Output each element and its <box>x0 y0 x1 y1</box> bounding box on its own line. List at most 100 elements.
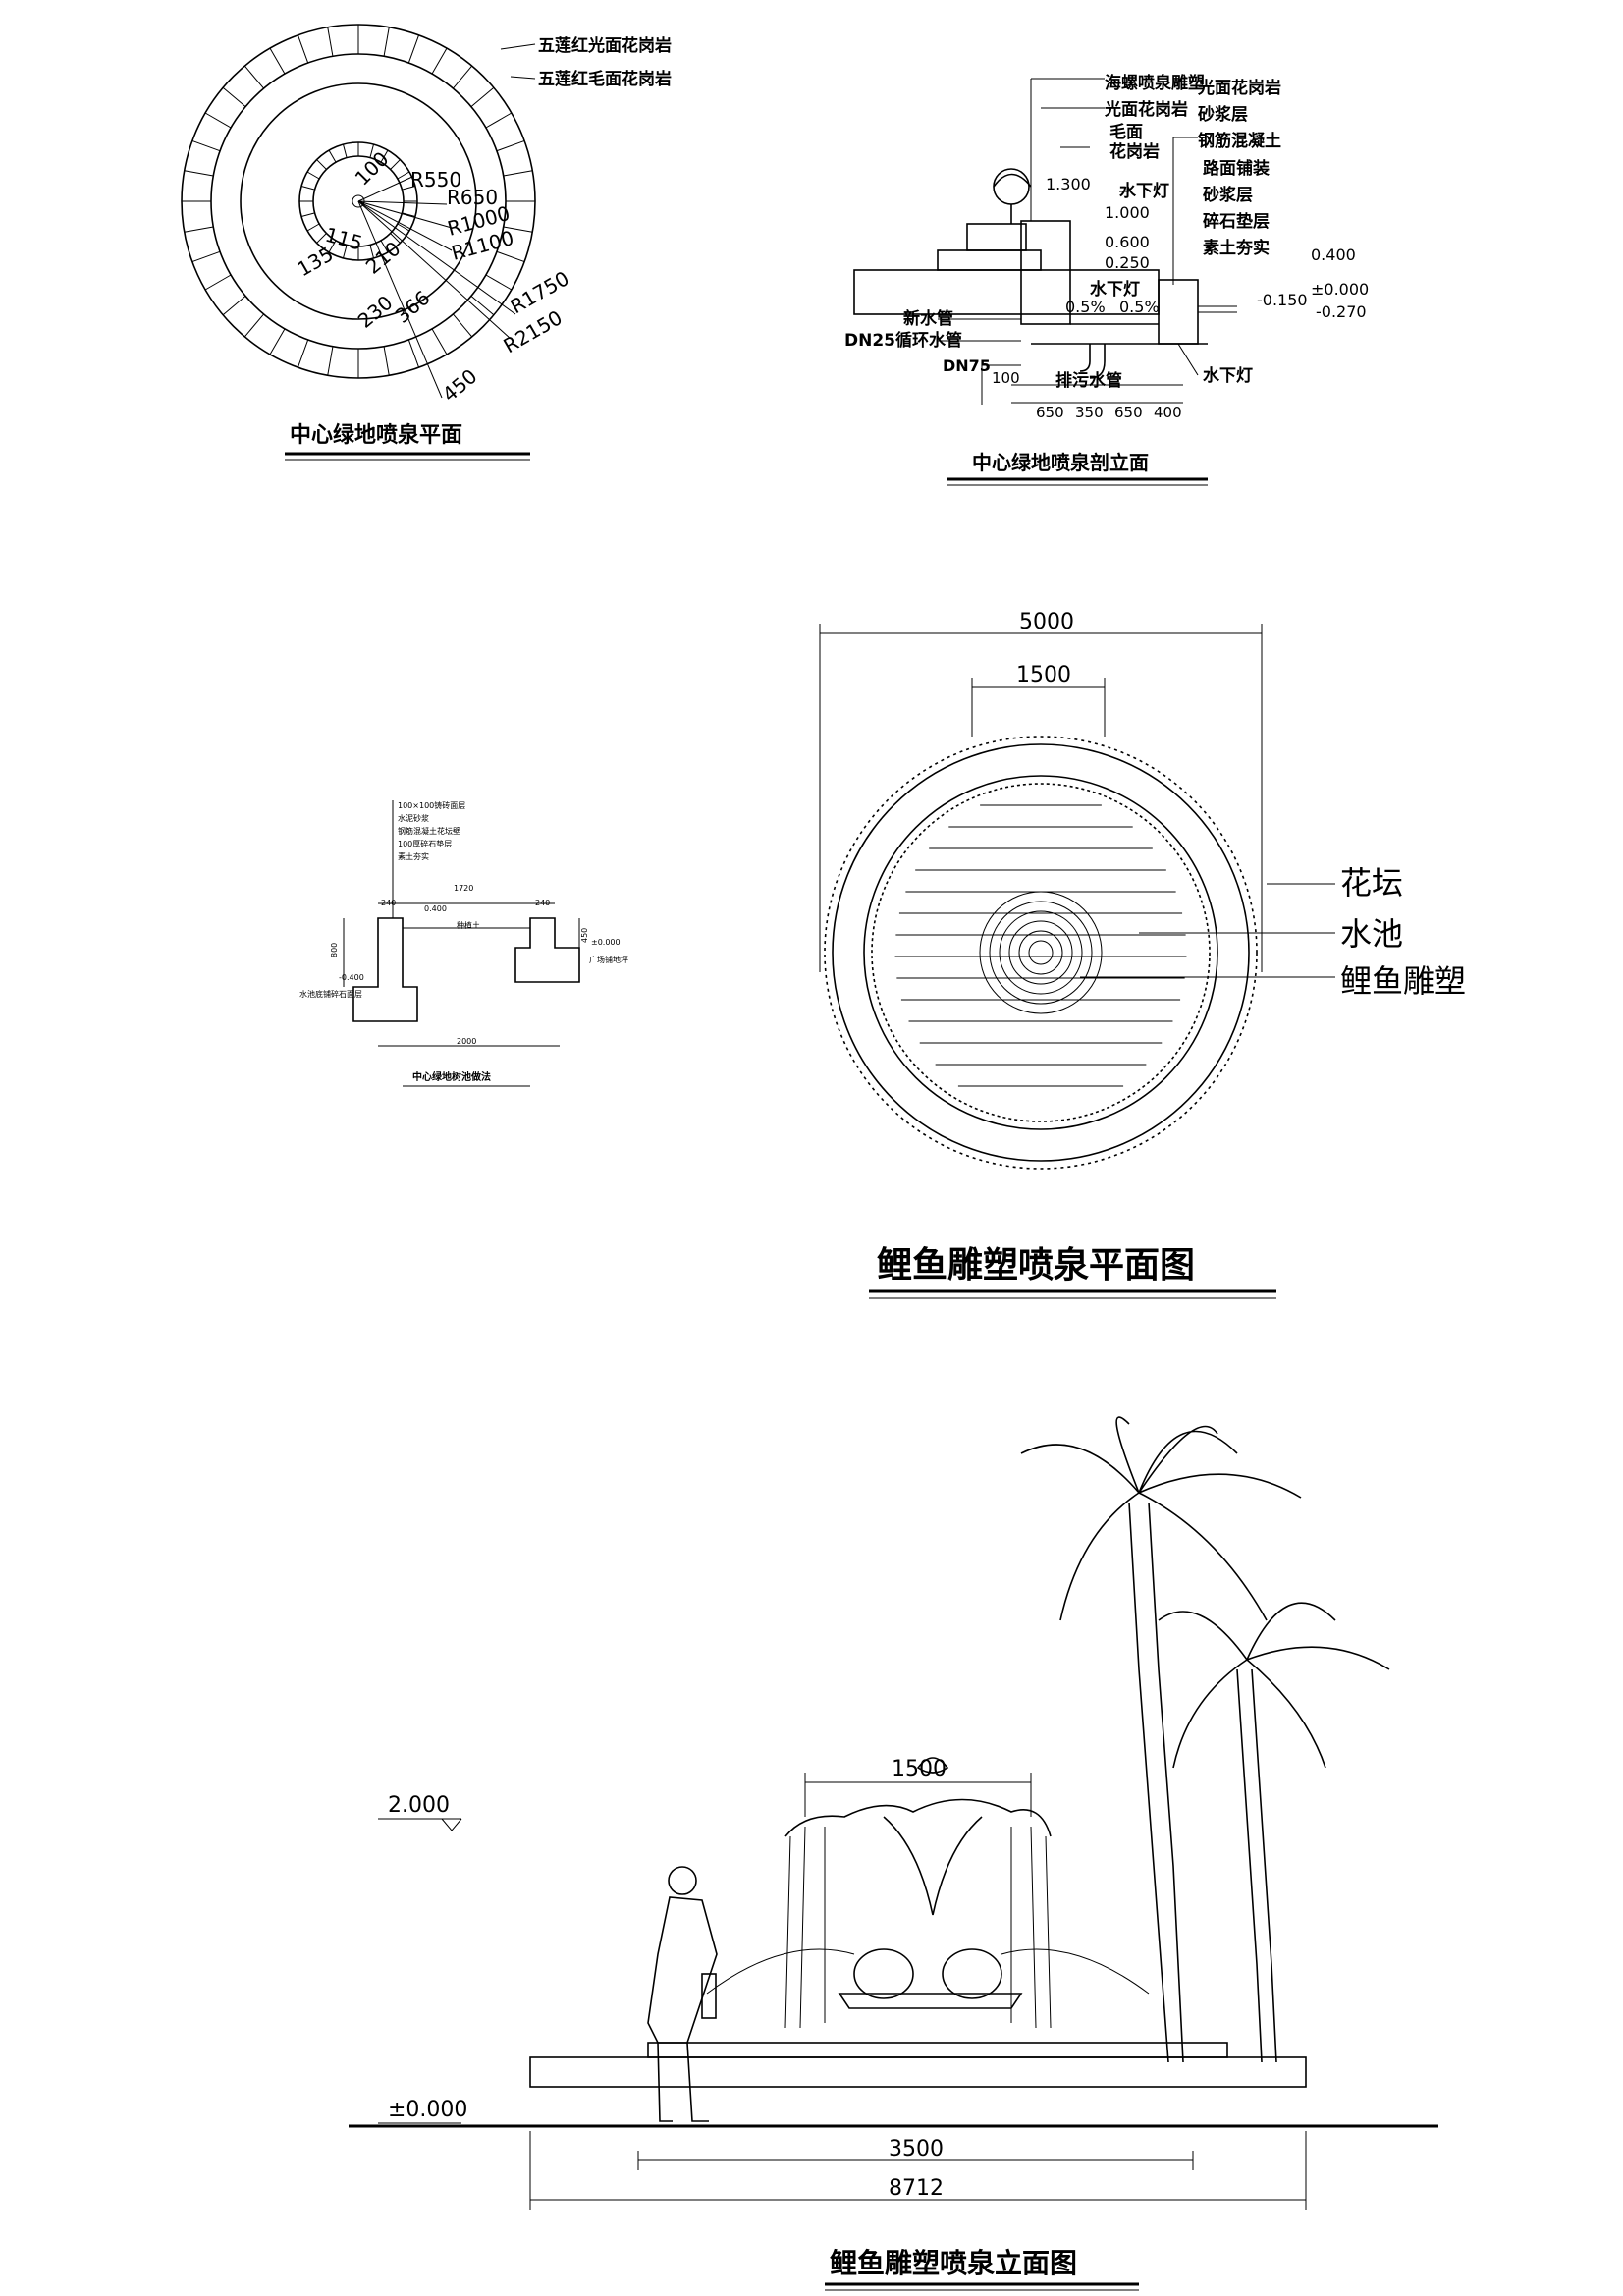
koi-sculpture <box>883 1816 983 1916</box>
paving-joint <box>306 223 320 232</box>
section-label: 水下灯 <box>1090 279 1140 300</box>
paving-joint <box>342 245 348 259</box>
pool-wall-left <box>352 917 418 1022</box>
dim-label: 100 <box>992 369 1020 387</box>
section-label: 新水管 <box>903 308 953 329</box>
paving-joint <box>327 346 334 376</box>
dim-label: 350 <box>1075 404 1104 421</box>
paving-joint <box>297 34 309 64</box>
paving-joint <box>328 240 337 253</box>
koi-ring <box>989 901 1093 1005</box>
layer-label: 100×100铸砖面层 <box>398 800 465 810</box>
crest-ornament <box>916 1757 949 1774</box>
basin-tier <box>937 249 1042 271</box>
layer-label: 水泥砂浆 <box>398 813 429 823</box>
level-label: 2.000 <box>388 1793 450 1818</box>
paving-joints <box>182 25 535 378</box>
paving-joint <box>316 233 327 244</box>
paving-joint <box>184 226 214 233</box>
paving-joint <box>269 47 286 75</box>
paving-joint <box>496 139 525 152</box>
paving-joint <box>191 139 221 152</box>
paving-joint <box>496 250 525 263</box>
paving-joint <box>204 112 232 129</box>
paving-joint <box>300 212 315 218</box>
dim-label: 3500 <box>889 2137 944 2161</box>
paving-joint <box>243 313 264 338</box>
section-label: 光面花岗岩 <box>1197 78 1281 98</box>
dim-label: 种植土 <box>457 920 480 930</box>
elevation: 0.600 <box>1105 233 1150 251</box>
dim-label: 1500 <box>892 1757 947 1781</box>
person-figure-icon <box>647 1866 718 2122</box>
basin-rim <box>647 2042 1228 2058</box>
koi-plan: 5000 1500 花坛 水池 鲤鱼雕塑 鲤鱼雕塑喷泉平面图 <box>819 610 1466 1299</box>
section-label: 砂浆层 <box>1203 185 1253 205</box>
paving-joint <box>470 296 495 316</box>
paving-joint <box>485 274 513 291</box>
dim-label: ±0.000 <box>591 938 621 947</box>
koi-ring <box>1008 920 1073 985</box>
dim-label: 650 <box>1114 404 1143 421</box>
section-label: 光面花岗岩 <box>1104 99 1188 120</box>
paving-joint <box>383 27 390 57</box>
water-crown <box>784 1798 1052 1837</box>
paving-joint <box>453 313 473 338</box>
section-label: 毛面 <box>1109 122 1143 142</box>
dim-label: 400 <box>1154 404 1182 421</box>
paving-joint <box>222 296 246 316</box>
layer-label: 钢筋混凝土花坛壁 <box>398 826 460 836</box>
paving-joint <box>191 250 221 263</box>
dim-label: 水池底铺碎石面层 <box>299 989 362 999</box>
paving-joint <box>390 159 401 170</box>
koi-head <box>942 1948 1002 1999</box>
elevation: 0.400 <box>1311 246 1356 264</box>
section-label: 路面铺装 <box>1203 158 1270 179</box>
section-label: DN75 <box>943 356 991 375</box>
section-label: 花岗岩 <box>1109 141 1160 162</box>
paving-joint <box>402 185 416 191</box>
elevation: 0.5% <box>1065 298 1106 316</box>
paving-joint <box>383 346 390 376</box>
dim-label: -0.400 <box>339 973 364 982</box>
paving-joint <box>431 328 448 355</box>
layer-label: 素土夯实 <box>398 851 429 861</box>
paving-joint <box>369 143 375 158</box>
paving-joint <box>503 170 533 177</box>
planter-outer-circle <box>832 743 1250 1162</box>
section-label: 水下灯 <box>1203 365 1253 386</box>
radius-leaders <box>357 43 536 399</box>
drain-pipe <box>1079 344 1106 379</box>
dim-label: 1500 <box>1016 663 1071 687</box>
plan-a: 五莲红光面花岗岩 五莲红毛面花岗岩 100 R550 R650 115 135 … <box>181 24 672 461</box>
koi-elevation: 1500 2.000 ±0.000 3500 8712 鲤鱼雕塑喷泉立面图 <box>349 1416 1438 2291</box>
section-label: 素土夯实 <box>1203 238 1270 258</box>
dim-label: R2150 <box>500 305 567 357</box>
pool-circle <box>871 783 1211 1122</box>
section-label: 砂浆层 <box>1198 104 1248 125</box>
koi-sculpture-rings <box>979 891 1103 1014</box>
elevation: 0.250 <box>1105 253 1150 272</box>
dim-label: 2000 <box>457 1037 476 1046</box>
dim-label: 230 <box>353 291 398 333</box>
planter-band <box>529 2056 1307 2088</box>
dim-label: 1720 <box>454 884 473 893</box>
section-label: 海螺喷泉雕塑 <box>1105 73 1205 93</box>
dim-label: 8712 <box>889 2176 944 2201</box>
paving-joint <box>222 86 246 107</box>
water-hatch <box>894 804 1187 1087</box>
palm-tree-icon <box>1158 1602 1390 2063</box>
paving-joint <box>328 149 337 163</box>
paving-joint <box>269 328 286 355</box>
paving-joint <box>470 86 495 107</box>
dim-label: R550 <box>410 168 461 191</box>
koi-ring <box>1028 940 1054 965</box>
dim-label: 650 <box>1036 404 1064 421</box>
dim-label: 100 <box>351 147 394 191</box>
koi-ring <box>979 891 1103 1014</box>
dim-label: 210 <box>361 237 406 279</box>
basin-bowl <box>838 1993 1023 2009</box>
layer-label: 100厚碎石垫层 <box>398 839 452 848</box>
paving-joint <box>184 170 214 177</box>
dim-label: R650 <box>447 186 498 209</box>
